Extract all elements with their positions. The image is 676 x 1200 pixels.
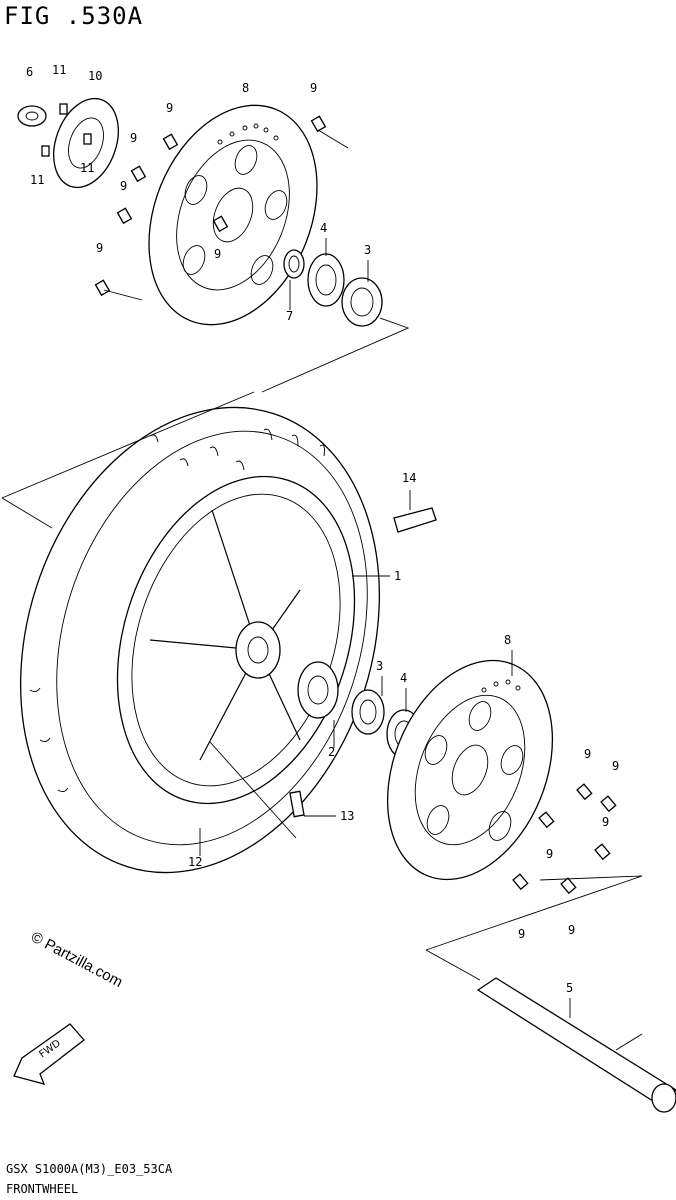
callout-14: 14 <box>402 471 416 485</box>
front-axle-part-5 <box>425 949 676 1113</box>
callout-3: 3 <box>376 659 383 673</box>
copyright-text: © Partzilla.com <box>28 929 125 991</box>
callout-5: 5 <box>566 981 573 995</box>
axle-collar-part-2 <box>297 661 339 719</box>
callout-7: 7 <box>286 309 293 323</box>
callout-1: 1 <box>394 569 401 583</box>
callout-9: 9 <box>568 923 575 937</box>
callout-12: 12 <box>188 855 202 869</box>
callout-9: 9 <box>518 927 525 941</box>
callout-4: 4 <box>400 671 407 685</box>
callout-3: 3 <box>364 243 371 257</box>
callout-10: 10 <box>88 69 102 83</box>
wheel-rim-part-1 <box>116 475 356 805</box>
model-code: GSX S1000A(M3)_E03_53CA <box>6 1162 173 1176</box>
hub-cap-part-6 <box>17 105 47 127</box>
bearing-part-3-lower <box>351 689 385 735</box>
wheel-and-tire-assembly <box>1 391 437 874</box>
callout-9: 9 <box>166 101 173 115</box>
brake-disc-lower-part-8 <box>386 659 554 881</box>
callout-9: 9 <box>96 241 103 255</box>
figure-title: FIG .530A <box>4 2 144 30</box>
callout-leaders <box>199 238 571 1018</box>
bearing-part-3-upper <box>341 277 383 327</box>
callout-13: 13 <box>340 809 354 823</box>
callout-9: 9 <box>612 759 619 773</box>
valve-part-13 <box>289 790 305 818</box>
disc-bolts-part-9-upper <box>94 115 327 297</box>
callout-8: 8 <box>242 81 249 95</box>
callout-9: 9 <box>602 815 609 829</box>
balance-weight-part-14 <box>393 507 437 533</box>
upper-disc-assembly <box>17 97 410 393</box>
callout-11: 11 <box>30 173 44 187</box>
callout-6: 6 <box>26 65 33 79</box>
fwd-arrow-icon: FWD <box>13 1023 85 1085</box>
screw-part-11 <box>41 103 92 157</box>
callout-9: 9 <box>310 81 317 95</box>
callout-9: 9 <box>546 847 553 861</box>
callout-9: 9 <box>584 747 591 761</box>
disc-bolts-part-9-lower <box>512 783 617 895</box>
callout-11: 11 <box>52 63 66 77</box>
callout-9: 9 <box>130 131 137 145</box>
callout-8: 8 <box>504 633 511 647</box>
spacer-part-7 <box>283 249 305 279</box>
callout-11: 11 <box>80 161 94 175</box>
brake-disc-upper-part-8 <box>148 104 318 326</box>
callout-labels: 6 11 10 11 11 9 9 8 9 9 9 9 4 3 7 14 1 8… <box>26 63 619 995</box>
callout-4: 4 <box>320 221 327 235</box>
callout-9: 9 <box>120 179 127 193</box>
section-name: FRONTWHEEL <box>6 1182 79 1196</box>
oil-seal-part-4-upper <box>307 253 345 307</box>
callout-9: 9 <box>214 247 221 261</box>
callout-2: 2 <box>328 745 335 759</box>
